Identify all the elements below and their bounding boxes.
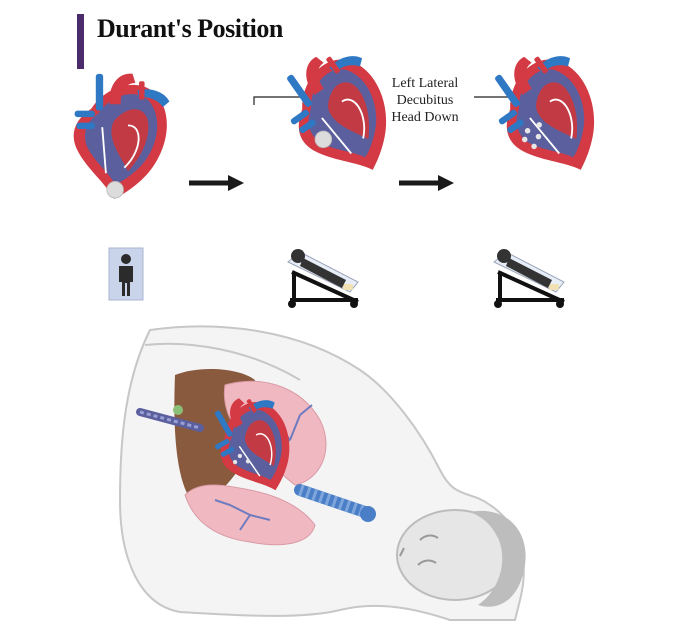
left-lateral-label: Left Lateral Decubitus Head Down	[370, 75, 480, 126]
arrow-right-icon	[399, 175, 454, 191]
heart-air-dispersed-icon	[474, 34, 627, 195]
patient-head	[396, 509, 526, 607]
left-lateral-line-1: Left Lateral	[391, 76, 459, 91]
heart-supine-icon	[72, 72, 171, 200]
patient-anatomy-illustration	[118, 325, 526, 621]
left-lateral-line-2: Decubitus	[396, 93, 454, 108]
page-title: Durant's Position	[97, 14, 283, 43]
title-accent-bar	[77, 14, 84, 69]
standing-person-icon	[108, 247, 144, 301]
heart-tilted-icon	[266, 34, 419, 195]
tilted-bed-icon	[286, 247, 360, 310]
tilted-bed-icon	[492, 247, 566, 310]
left-lateral-line-3: Head Down	[391, 110, 459, 125]
chest-heart	[198, 383, 314, 507]
arrow-right-icon	[189, 175, 244, 191]
